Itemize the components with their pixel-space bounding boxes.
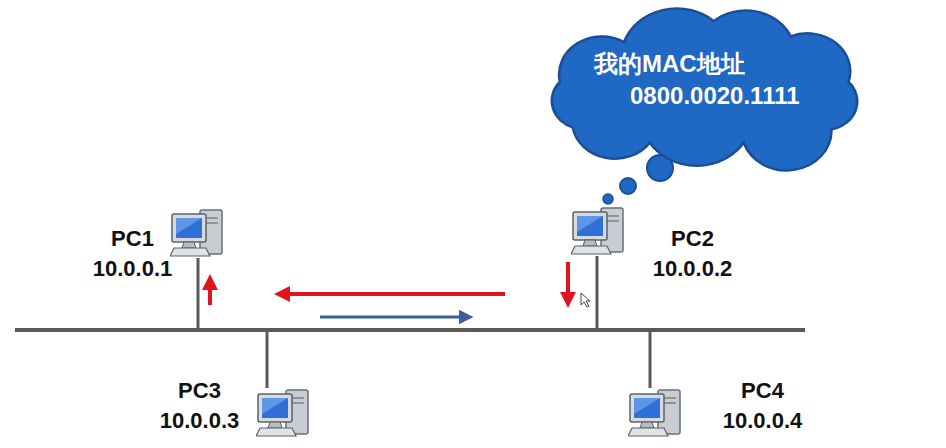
reply-arrow — [566, 262, 570, 300]
computer-icon — [256, 390, 308, 436]
reply-arrow — [208, 282, 212, 305]
ip-address: 10.0.0.2 — [626, 254, 759, 284]
pc-label: PC210.0.0.2 — [626, 224, 759, 284]
drop-wire — [649, 330, 652, 388]
reply-arrow — [282, 292, 505, 296]
ip-address: 10.0.0.1 — [66, 254, 199, 284]
host-name: PC2 — [626, 224, 759, 254]
computer-icon — [628, 390, 680, 436]
host-name: PC3 — [133, 376, 266, 406]
ip-address: 10.0.0.3 — [133, 406, 266, 436]
request-arrow — [320, 316, 466, 319]
cloud-outline — [530, 4, 872, 156]
thought-bubble — [603, 194, 613, 204]
pc-label: PC310.0.0.3 — [133, 376, 266, 436]
pc-label: PC410.0.0.4 — [696, 376, 829, 436]
drop-wire — [596, 256, 599, 330]
computer-icon — [571, 208, 623, 254]
host-name: PC4 — [696, 376, 829, 406]
thought-cloud: 我的MAC地址0800.0020.1111 — [530, 4, 872, 156]
mac-address: 0800.0020.1111 — [530, 80, 872, 112]
drop-wire — [266, 330, 269, 388]
mouse-cursor — [581, 293, 590, 307]
computer-icon — [170, 210, 222, 256]
pc-label: PC110.0.0.1 — [66, 224, 199, 284]
thought-bubble — [620, 178, 636, 194]
host-name: PC1 — [66, 224, 199, 254]
ethernet-bus — [15, 328, 805, 332]
thought-heading: 我的MAC地址 — [530, 48, 872, 80]
ip-address: 10.0.0.4 — [696, 406, 829, 436]
drop-wire — [197, 258, 200, 330]
